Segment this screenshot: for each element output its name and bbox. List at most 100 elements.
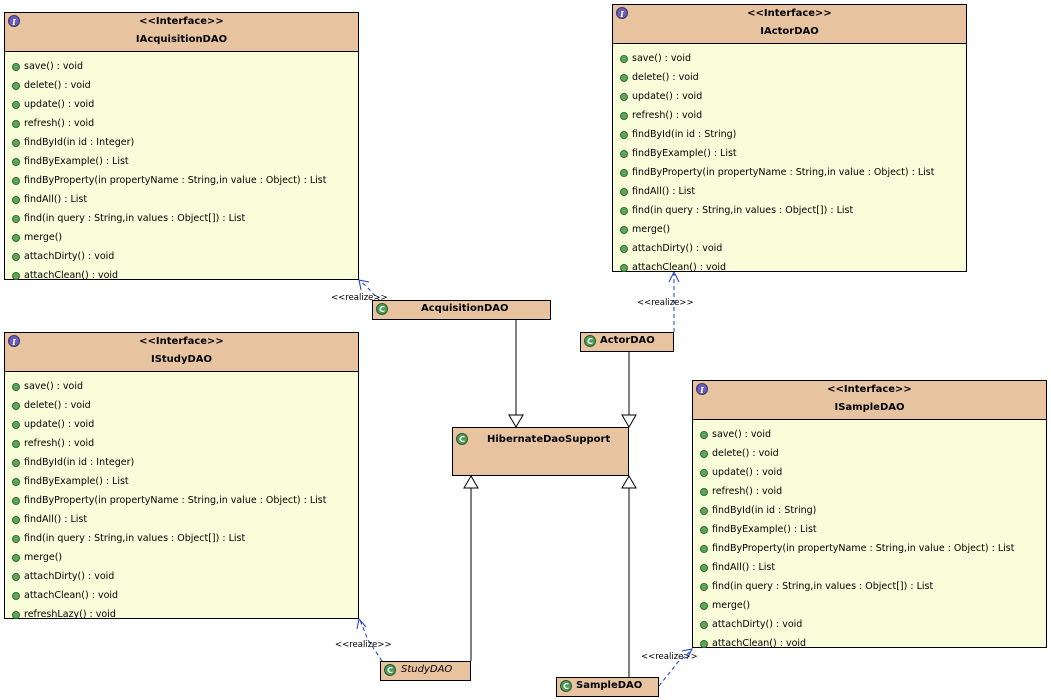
operation-item[interactable]: update() : void (613, 87, 966, 106)
operation-item[interactable]: find(in query : String,in values : Objec… (5, 529, 358, 548)
class-sampledao[interactable]: C SampleDAO (556, 677, 659, 697)
operation-signature: findAll() : List (24, 194, 88, 205)
operation-item[interactable]: findAll() : List (5, 510, 358, 529)
operation-item[interactable]: attachDirty() : void (693, 615, 1046, 634)
operation-signature: delete() : void (632, 72, 699, 83)
interface-header: I <<Interface>> IAcquisitionDAO (5, 13, 358, 52)
operation-item[interactable]: attachClean() : void (693, 634, 1046, 653)
public-method-icon (12, 383, 20, 391)
operation-item[interactable]: attachDirty() : void (5, 247, 358, 266)
operation-item[interactable]: findAll() : List (693, 558, 1046, 577)
public-method-icon (700, 621, 708, 629)
operation-item[interactable]: refresh() : void (5, 434, 358, 453)
operation-item[interactable]: delete() : void (5, 76, 358, 95)
operation-item[interactable]: findById(in id : Integer) (5, 453, 358, 472)
operation-item[interactable]: findByExample() : List (5, 472, 358, 491)
public-method-icon (700, 583, 708, 591)
operation-item[interactable]: refresh() : void (613, 106, 966, 125)
operation-item[interactable]: refreshLazy() : void (5, 605, 358, 624)
operation-item[interactable]: attachDirty() : void (613, 239, 966, 258)
operation-signature: save() : void (24, 381, 83, 392)
operation-item[interactable]: delete() : void (5, 396, 358, 415)
operation-item[interactable]: findByExample() : List (5, 152, 358, 171)
operation-item[interactable]: merge() (5, 548, 358, 567)
operation-item[interactable]: update() : void (5, 415, 358, 434)
realize-label-acquisition: <<realize>> (331, 293, 388, 303)
public-method-icon (12, 554, 20, 562)
operation-item[interactable]: update() : void (693, 463, 1046, 482)
operation-item[interactable]: save() : void (613, 49, 966, 68)
operation-item[interactable]: find(in query : String,in values : Objec… (613, 201, 966, 220)
generalization-arrowhead-actor (621, 414, 637, 428)
operation-item[interactable]: find(in query : String,in values : Objec… (5, 209, 358, 228)
operation-signature: findByExample() : List (632, 148, 737, 159)
operation-item[interactable]: attachDirty() : void (5, 567, 358, 586)
class-name: SampleDAO (576, 680, 643, 691)
operation-item[interactable]: findByProperty(in propertyName : String,… (613, 163, 966, 182)
operation-signature: refresh() : void (24, 438, 95, 449)
operation-item[interactable]: findByExample() : List (693, 520, 1046, 539)
operation-signature: attachClean() : void (712, 638, 807, 649)
public-method-icon (12, 82, 20, 90)
operation-item[interactable]: findById(in id : String) (613, 125, 966, 144)
operation-item[interactable]: attachClean() : void (5, 266, 358, 285)
operation-item[interactable]: refresh() : void (5, 114, 358, 133)
operation-item[interactable]: save() : void (693, 425, 1046, 444)
interface-icon: I (8, 15, 20, 27)
realize-label-actor: <<realize>> (637, 298, 694, 308)
interface-iacquisitiondao[interactable]: I <<Interface>> IAcquisitionDAO save() :… (4, 12, 359, 281)
operation-item[interactable]: refresh() : void (693, 482, 1046, 501)
public-method-icon (12, 535, 20, 543)
public-method-icon (12, 234, 20, 242)
class-actordao[interactable]: C ActorDAO (580, 332, 674, 352)
operation-item[interactable]: findByExample() : List (613, 144, 966, 163)
operation-item[interactable]: findByProperty(in propertyName : String,… (5, 171, 358, 190)
operation-signature: attachDirty() : void (632, 243, 723, 254)
operation-signature: update() : void (712, 467, 783, 478)
operation-item[interactable]: findAll() : List (5, 190, 358, 209)
operation-item[interactable]: merge() (5, 228, 358, 247)
operation-item[interactable]: delete() : void (693, 444, 1046, 463)
class-acquisitiondao[interactable]: C AcquisitionDAO (372, 300, 551, 320)
realization-arrowhead-actor (668, 270, 680, 283)
operations-list: save() : void delete() : void update() : v… (613, 44, 966, 277)
operation-item[interactable]: save() : void (5, 57, 358, 76)
interface-header: I <<Interface>> ISampleDAO (693, 381, 1046, 420)
class-studydao[interactable]: C StudyDAO (380, 661, 471, 681)
public-method-icon (12, 158, 20, 166)
operation-item[interactable]: merge() (613, 220, 966, 239)
public-method-icon (12, 611, 20, 619)
public-method-icon (12, 253, 20, 261)
operation-signature: refresh() : void (712, 486, 783, 497)
class-name: HibernateDaoSupport (487, 434, 611, 445)
operation-item[interactable]: findByProperty(in propertyName : String,… (5, 491, 358, 510)
realization-arrowhead-sample (681, 648, 693, 660)
operation-signature: findById(in id : Integer) (24, 137, 135, 148)
public-method-icon (12, 516, 20, 524)
operation-item[interactable]: save() : void (5, 377, 358, 396)
operation-item[interactable]: findAll() : List (613, 182, 966, 201)
class-hibernatedaosupport[interactable]: C HibernateDaoSupport (452, 427, 629, 476)
operation-item[interactable]: update() : void (5, 95, 358, 114)
public-method-icon (620, 93, 628, 101)
public-method-icon (620, 74, 628, 82)
operation-signature: delete() : void (24, 80, 91, 91)
operation-item[interactable]: merge() (693, 596, 1046, 615)
interface-isampledao[interactable]: I <<Interface>> ISampleDAO save() : void… (692, 380, 1047, 649)
public-method-icon (620, 131, 628, 139)
generalization-arrowhead-study (463, 475, 479, 489)
operation-item[interactable]: attachClean() : void (5, 586, 358, 605)
operation-item[interactable]: attachClean() : void (613, 258, 966, 277)
operation-item[interactable]: findByProperty(in propertyName : String,… (693, 539, 1046, 558)
operation-item[interactable]: findById(in id : Integer) (5, 133, 358, 152)
public-method-icon (12, 215, 20, 223)
operation-item[interactable]: delete() : void (613, 68, 966, 87)
operation-signature: update() : void (632, 91, 703, 102)
operation-item[interactable]: findById(in id : String) (693, 501, 1046, 520)
operation-item[interactable]: find(in query : String,in values : Objec… (693, 577, 1046, 596)
